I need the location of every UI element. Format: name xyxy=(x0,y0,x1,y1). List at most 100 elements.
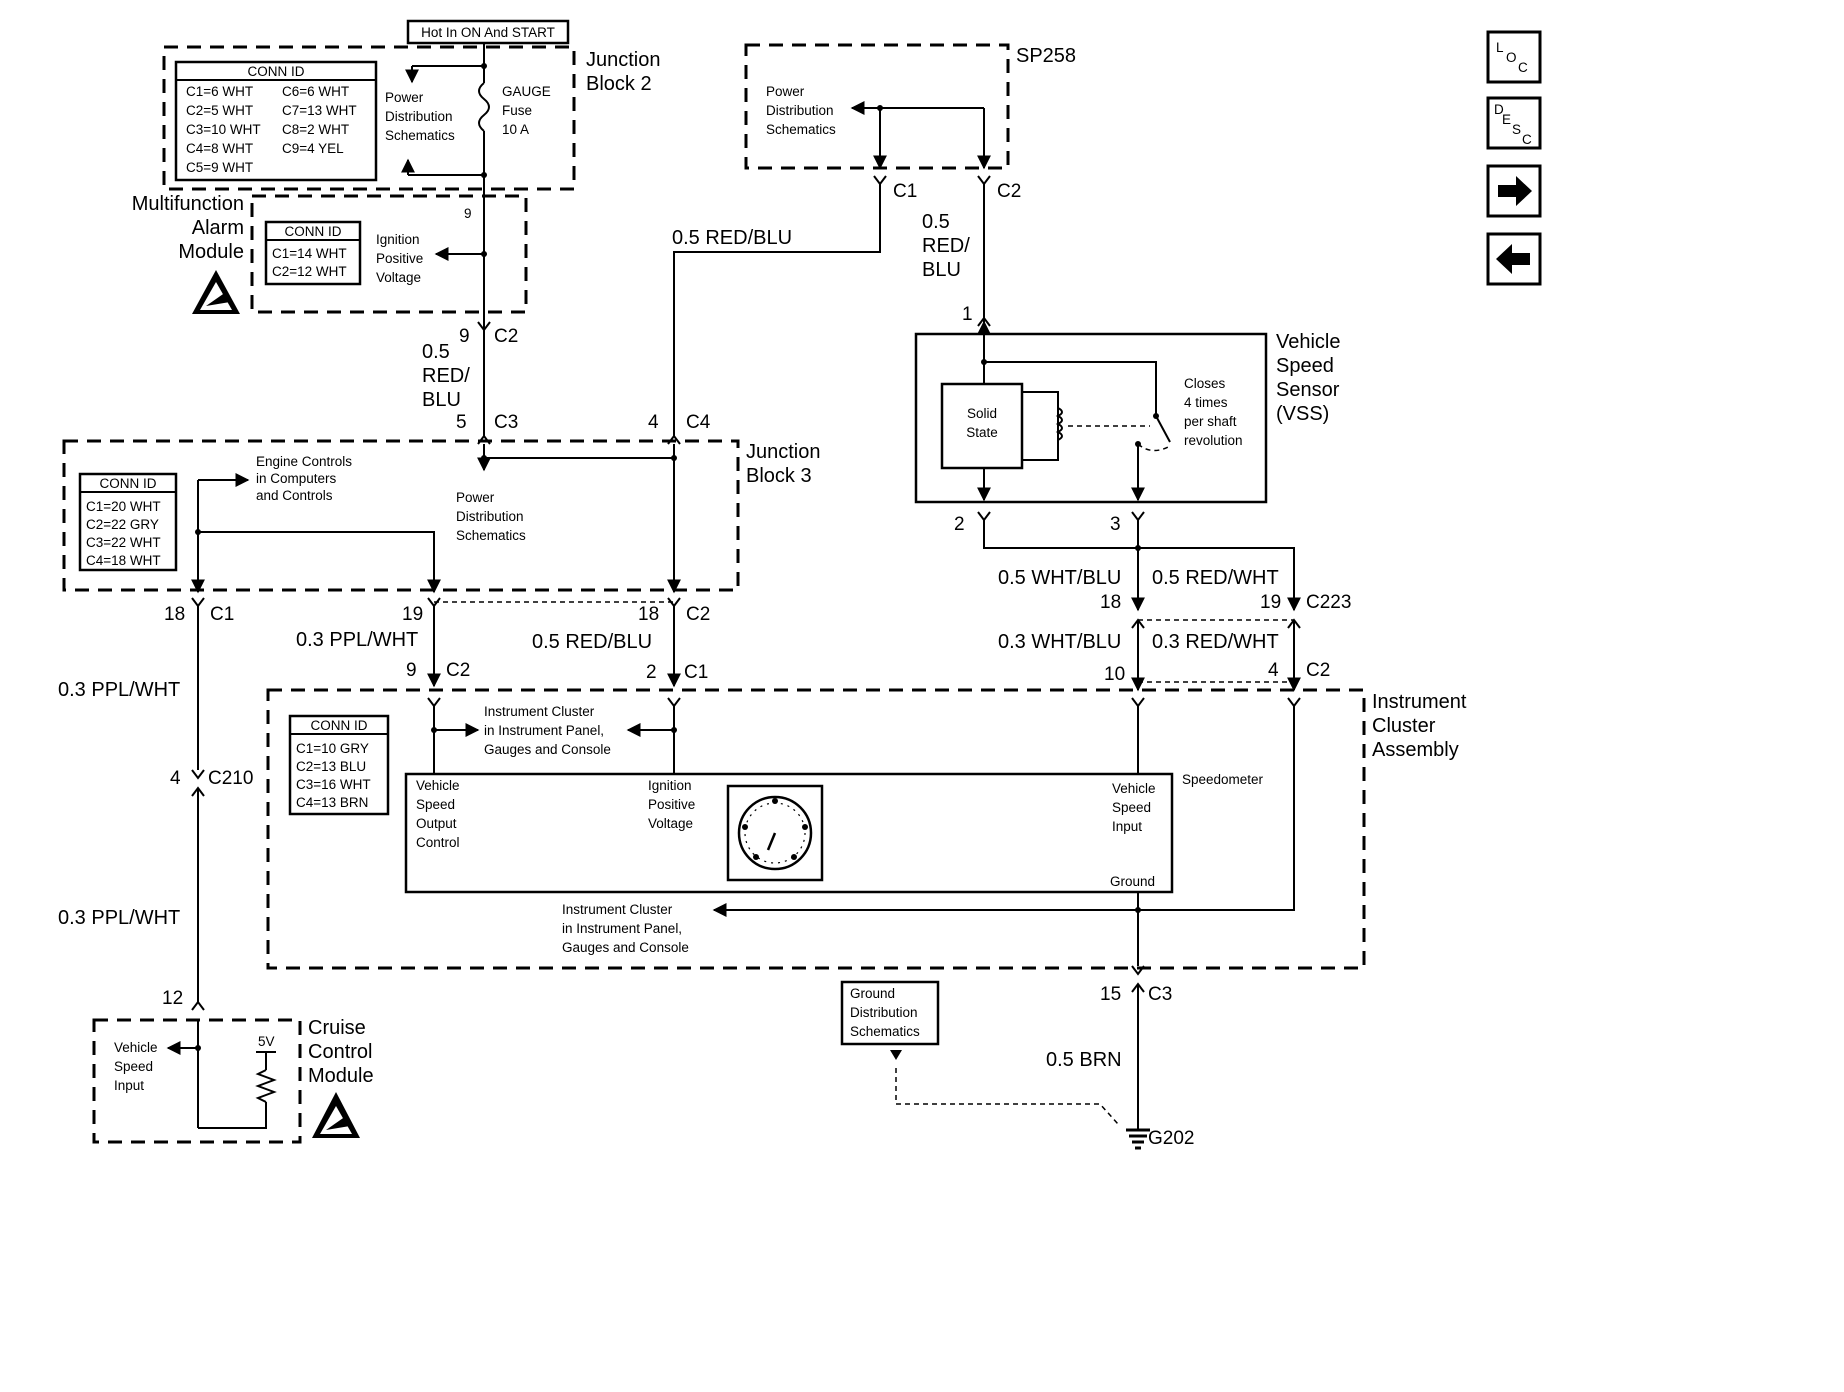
g202-label: G202 xyxy=(1148,1128,1194,1149)
vss-title-1: Vehicle xyxy=(1276,331,1341,353)
jb3-power-dist-1: Power xyxy=(456,490,495,505)
ccm-vsi-1: Vehicle xyxy=(114,1040,158,1055)
ground-label: Ground xyxy=(1110,874,1155,889)
vsi-2: Speed xyxy=(1112,800,1151,815)
fuse-label-1: GAUGE xyxy=(502,84,551,99)
sp258-c2: C2 xyxy=(997,181,1021,202)
vsi-3: Input xyxy=(1112,819,1142,834)
wire-label-red-blu-top: 0.5 RED/BLU xyxy=(672,227,792,249)
jb2-conn-id-table xyxy=(174,60,378,182)
mam-ignition-3: Voltage xyxy=(376,270,421,285)
sp258-title: SP258 xyxy=(1016,45,1076,67)
jb3-pin-19: 19 xyxy=(402,604,423,625)
jb2-conn-c7: C7=13 WHT xyxy=(282,103,357,118)
vss-title-3: Sensor xyxy=(1276,379,1340,401)
sp258-c1: C1 xyxy=(893,181,917,202)
fuse-label-2: Fuse xyxy=(502,103,532,118)
pin-c2-top: C2 xyxy=(494,326,518,347)
pin-c3: C3 xyxy=(494,412,518,433)
wire-label-wht-blu-05: 0.5 WHT/BLU xyxy=(998,567,1121,589)
ic-title-2: Cluster xyxy=(1372,715,1436,737)
pin-9-c2: 9 xyxy=(459,326,470,347)
ccm-title-2: Control xyxy=(308,1041,372,1063)
ccm-vsi-2: Speed xyxy=(114,1059,153,1074)
ic-conn-c3: C3=16 WHT xyxy=(296,777,371,792)
jb2-power-dist-2: Distribution xyxy=(385,109,453,124)
splice-pack-sp258: SP258 Power Distribution Schematics C1 C… xyxy=(744,43,1076,202)
jb3-c1: C1 xyxy=(210,604,234,625)
ipv-2: Positive xyxy=(648,797,695,812)
ground-symbol-icon xyxy=(1126,1128,1150,1150)
c223-pin-19: 19 xyxy=(1260,592,1281,613)
vsoc-4: Control xyxy=(416,835,460,850)
reed-switch-icon xyxy=(1155,415,1171,443)
jb3-c2: C2 xyxy=(686,604,710,625)
desc-glyph-d: D xyxy=(1494,102,1504,117)
wire-label-vss-1: 0.5 xyxy=(922,211,950,233)
jb3-conn-id-header: CONN ID xyxy=(100,476,157,491)
ic-ref-bottom-3: Gauges and Console xyxy=(562,940,689,955)
junction-block-2: Hot In ON And START Junction Block 2 CON… xyxy=(162,19,661,191)
jb2-conn-c4: C4=8 WHT xyxy=(186,141,253,156)
mam-title-1: Multifunction xyxy=(132,193,244,215)
jb3-conn-c4: C4=18 WHT xyxy=(86,553,161,568)
loc-glyph-l: L xyxy=(1496,40,1504,55)
desc-glyph-e: E xyxy=(1502,112,1511,127)
mam-conn-c2: C2=12 WHT xyxy=(272,264,347,279)
hot-in-label: Hot In ON And START xyxy=(421,25,555,40)
ic-conn-c2: C2=13 BLU xyxy=(296,759,366,774)
jb3-pin-18b: 18 xyxy=(638,604,659,625)
vss-pin-2: 2 xyxy=(954,514,965,535)
pin-4-c4: 4 xyxy=(648,412,659,433)
vehicle-speed-sensor: Vehicle Speed Sensor (VSS) Solid State C… xyxy=(914,320,1341,504)
jb2-title-2: Block 2 xyxy=(586,73,652,95)
jb3-conn-c2: C2=22 GRY xyxy=(86,517,159,532)
loc-button[interactable]: L O C xyxy=(1486,30,1542,84)
closes-1: Closes xyxy=(1184,376,1226,391)
wire-label-left-2: RED/ xyxy=(422,365,470,387)
mam-pin-9: 9 xyxy=(464,206,472,221)
closes-4: revolution xyxy=(1184,433,1243,448)
solid-state-block xyxy=(940,382,1024,470)
wiring-diagram: Hot In ON And START Junction Block 2 CON… xyxy=(58,19,1542,1150)
ic-conn-c1: C1=10 GRY xyxy=(296,741,369,756)
instrument-cluster-assembly: Instrument Cluster Assembly CONN ID C1=1… xyxy=(266,688,1467,970)
vss-title-2: Speed xyxy=(1276,355,1334,377)
jb2-power-dist-3: Schematics xyxy=(385,128,455,143)
c223-label: C223 xyxy=(1306,592,1351,613)
prev-button[interactable] xyxy=(1486,232,1542,286)
ic-pin-4: 4 xyxy=(1268,660,1279,681)
wire-label-left-1: 0.5 xyxy=(422,341,450,363)
ipv-3: Voltage xyxy=(648,816,693,831)
mam-title-3: Module xyxy=(178,241,244,263)
next-button[interactable] xyxy=(1486,164,1542,218)
loc-glyph-c: C xyxy=(1518,60,1528,75)
ccm-vsi-3: Input xyxy=(114,1078,144,1093)
wire-label-vss-3: BLU xyxy=(922,259,961,281)
ic-pin-10: 10 xyxy=(1104,664,1125,685)
c223-pin-18: 18 xyxy=(1100,592,1121,613)
c210-label: C210 xyxy=(208,768,253,789)
speedometer-label: Speedometer xyxy=(1182,772,1264,787)
jb3-conn-id-table xyxy=(78,472,178,572)
pin-c4: C4 xyxy=(686,412,711,433)
mam-title-2: Alarm xyxy=(192,217,244,239)
engine-controls-3: and Controls xyxy=(256,488,333,503)
loc-glyph-o: O xyxy=(1506,50,1517,65)
five-volt-label: 5V xyxy=(258,1034,275,1049)
closes-3: per shaft xyxy=(1184,414,1237,429)
esd-warning-icon-2 xyxy=(312,1092,360,1138)
ic-c2: C2 xyxy=(446,660,470,681)
esd-warning-icon xyxy=(192,270,240,314)
resistor-icon xyxy=(255,1069,277,1103)
wire-label-vss-2: RED/ xyxy=(922,235,970,257)
jb2-conn-c3: C3=10 WHT xyxy=(186,122,261,137)
vss-pin-1: 1 xyxy=(962,304,973,325)
desc-button[interactable]: D E S C xyxy=(1486,96,1542,150)
solid-state-1: Solid xyxy=(967,406,997,421)
mam-ignition-2: Positive xyxy=(376,251,423,266)
mam-conn-c1: C1=14 WHT xyxy=(272,246,347,261)
mam-conn-id-table xyxy=(264,220,362,286)
vsi-1: Vehicle xyxy=(1112,781,1156,796)
jb2-conn-c1: C1=6 WHT xyxy=(186,84,253,99)
